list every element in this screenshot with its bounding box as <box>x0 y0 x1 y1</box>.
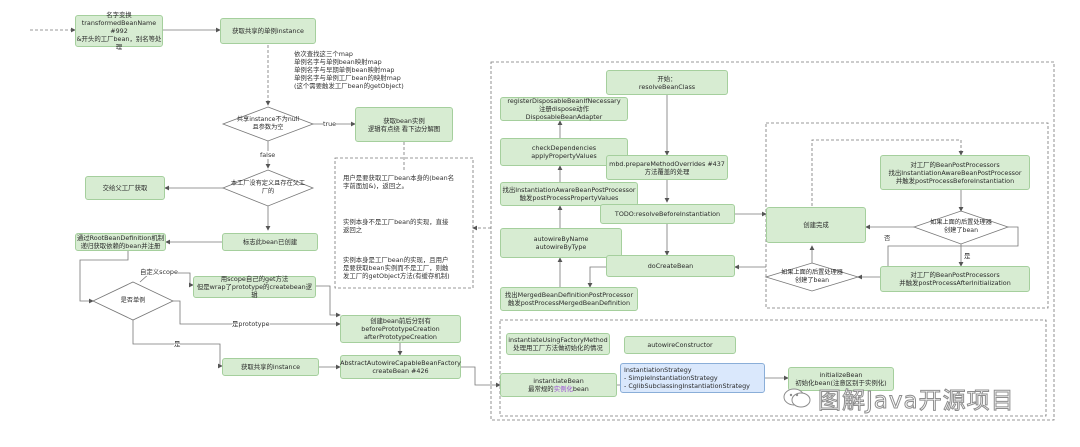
instantiate-bean-desc: 最常规的实例化bean <box>528 385 589 393</box>
bpp-after-node: 对工厂的BeanPostProcessors 并触发postProcessAft… <box>880 266 1030 292</box>
merge-rbd-node: 通过RootBeanDefinition机制 递归获取依赖的bean并注册 <box>75 233 166 251</box>
false-label: false <box>260 151 276 159</box>
strategy-node: InstantiationStrategy - SimpleInstantiat… <box>620 363 765 393</box>
do-create-bean-node: doCreateBean <box>606 255 735 277</box>
prototype-before-after-node: 创建bean前后分别有 beforePrototypeCreation afte… <box>340 315 461 343</box>
yes-label-right: 是 <box>964 252 971 260</box>
true-label: true <box>323 120 337 128</box>
note-factory-object: 实例本身是工厂bean的实现，且用户 是要获取bean实例而不是工厂，则触 发工… <box>343 256 450 280</box>
create-bean-node: AbstractAutowireCapableBeanFactory creat… <box>340 355 461 379</box>
parent-factory-node: 交给父工厂获取 <box>85 176 165 200</box>
bpp-bottom-diamond <box>764 262 860 292</box>
do-create-container <box>499 319 1047 417</box>
create-done-node: 创建完成 <box>766 207 866 243</box>
watermark: 图解Java开源项目 <box>782 382 1015 415</box>
mark-created-node: 标志此bean已创建 <box>222 233 318 251</box>
note-container <box>334 157 474 289</box>
create-bean-container <box>490 61 1055 421</box>
note-not-factory: 实例本身不是工厂bean的实现，直接 返回之 <box>343 218 449 234</box>
scope-get-node: 用scope自己的get方法 但是wrap了prototype的createbe… <box>193 275 316 299</box>
note-factory-self: 用户是要获取工厂bean本身的(bean名 字前面加&)，返回之。 <box>343 174 455 190</box>
wechat-icon <box>783 388 811 408</box>
is-prototype-label: 是prototype <box>232 320 270 328</box>
instantiate-bean-node: instantiateBean 最常规的实例化bean <box>500 373 617 397</box>
bpp-check-bottom-text: 如果上面的后置处理器 创建了bean <box>781 269 843 284</box>
autowire-ctor-node: autowireConstructor <box>624 336 736 354</box>
get-bean-instance-node: 获取bean实例 逻辑有点绕 看下边分解图 <box>355 107 453 142</box>
name-transform-node: 名字变换 transformedBeanName #992 &开头的工厂bean… <box>75 11 163 51</box>
no-label: 否 <box>884 234 891 242</box>
bpp-before-node: 对工厂的BeanPostProcessors 找出InstantiationAw… <box>880 155 1030 190</box>
mbd-pp-node: 找出MergedBeanDefinitionPostProcessor 触发po… <box>500 287 638 311</box>
lookup-maps-note: 依次查找这三个map 单例名字与单例bean映射map 单例名字与早期单例bea… <box>294 50 404 90</box>
custom-scope-label: 自定义scope <box>140 268 178 276</box>
initialize-bean-node: initializeBean 初始化bean(注意区别于实例化) <box>788 367 894 391</box>
no-def-check-text: 本工厂没有定义且存在父工 厂的 <box>230 180 306 195</box>
iabpp-props-node: 找出InstantiationAwareBeanPostProcessor 触发… <box>500 182 638 206</box>
factory-method-node: instantiateUsingFactoryMethod 处理用工厂方法做初始… <box>506 333 610 355</box>
scope-check-text: 是否单例 <box>120 297 146 304</box>
yes-label-left: 是 <box>174 340 181 348</box>
get-shared-instance-node: 获取共享的instance <box>222 358 319 376</box>
prepare-overrides-node: mbd.prepareMethodOverrides #437 方法覆盖的处理 <box>606 155 728 180</box>
start-node: 开始： resolveBeanClass <box>606 70 728 95</box>
resolve-before-node: TODO:resolveBeforeInstantiation <box>600 204 735 224</box>
register-disposable-node: registerDisposableBeanIfNecessary 注册disp… <box>500 97 628 121</box>
bpp-check-top-text: 如果上面的后置处理器 创建了bean <box>930 219 992 234</box>
instantiate-bean-title: instantiateBean <box>533 377 584 385</box>
watermark-text: 图解Java开源项目 <box>818 388 1015 415</box>
get-shared-singleton-node: 获取共享的单例instance <box>220 18 316 44</box>
instance-check-text: 共享instance不为null 且参数为空 <box>236 116 300 131</box>
autowire-node: autowireByName autowireByType <box>500 228 622 258</box>
